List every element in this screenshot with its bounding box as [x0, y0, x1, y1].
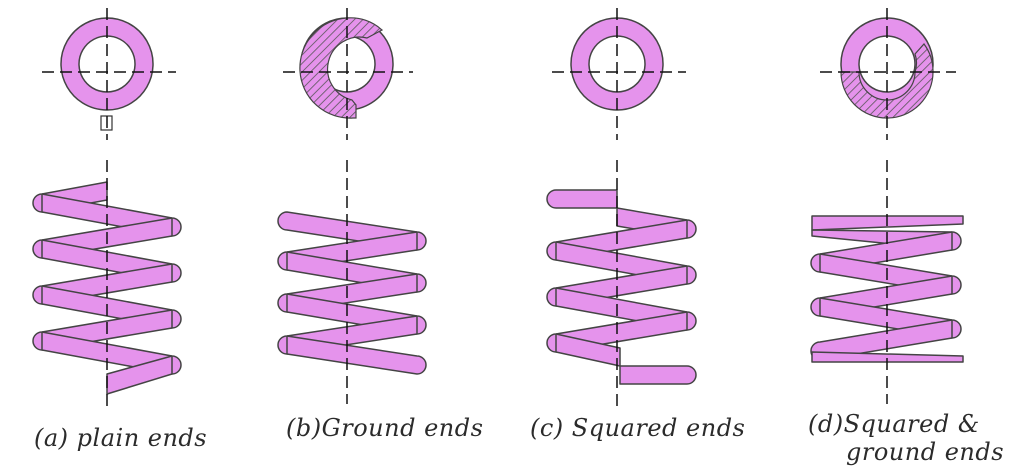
caption-ground-ends: (b)Ground ends — [286, 414, 484, 442]
end-view-ground — [283, 8, 413, 140]
spring-ground-ends — [277, 160, 427, 404]
end-view-squared — [552, 8, 686, 140]
end-view-plain — [42, 8, 176, 140]
spring-squared-ground-ends — [810, 160, 964, 404]
spring-plain-ends — [32, 160, 182, 408]
caption-squared-ends: (c) Squared ends — [530, 414, 746, 442]
caption-squared-ground-line1: (d)Squared & — [808, 410, 980, 438]
end-view-squared-ground — [820, 8, 956, 140]
spring-squared-ends — [546, 160, 697, 408]
caption-squared-ground-line2: ground ends — [846, 438, 1005, 466]
caption-plain-ends: (a) plain ends — [34, 424, 208, 452]
